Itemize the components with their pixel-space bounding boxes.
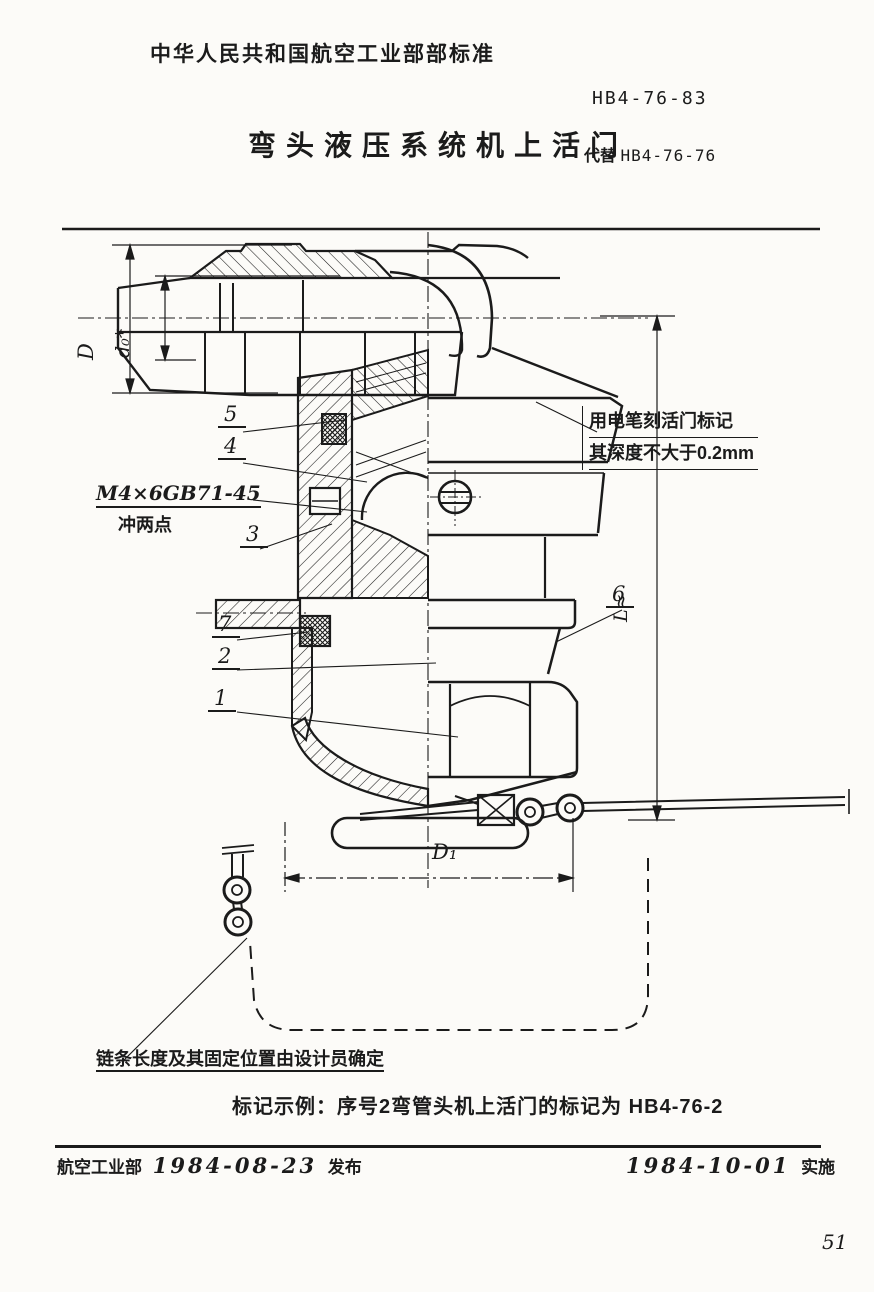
part-callout-7: 7 bbox=[212, 612, 241, 638]
part-callout-2: 2 bbox=[212, 644, 241, 670]
footer-impl-label: 实施 bbox=[801, 1158, 836, 1177]
valve-body-section bbox=[214, 348, 430, 808]
engrave-mark-note: 用电笔刻活门标记 其深度不大于0.2mm bbox=[582, 406, 759, 470]
part-callout-1: 1 bbox=[208, 686, 237, 712]
footer-impl-date: 1984-10-01 bbox=[626, 1153, 791, 1178]
footer-implementation: 1984-10-01 实施 bbox=[620, 1153, 835, 1178]
document-title: 弯头液压系统机上活门 bbox=[248, 130, 629, 161]
leader-lines bbox=[121, 401, 623, 1063]
valve-body-external bbox=[427, 396, 624, 808]
replaces-label: 代替 bbox=[584, 148, 617, 165]
footer-rule bbox=[55, 1145, 821, 1148]
dim-label-L: L≈ bbox=[610, 593, 632, 622]
screw-punch-note: 冲两点 bbox=[118, 515, 172, 535]
footer-issue: 航空工业部 1984-08-23 发布 bbox=[57, 1153, 362, 1178]
ministry-header: 中华人民共和国航空工业部部标准 bbox=[150, 43, 495, 66]
part-callout-6: 6 bbox=[606, 582, 635, 608]
footer-issue-label: 发布 bbox=[327, 1158, 362, 1177]
replaces-note: 代替 HB4-76-76 bbox=[584, 142, 716, 166]
marking-example: 标记示例：序号2弯管头机上活门的标记为 HB4-76-2 bbox=[232, 1096, 724, 1118]
replaces-number: HB4-76-76 bbox=[620, 146, 717, 165]
footer-issuer: 航空工业部 bbox=[57, 1158, 142, 1177]
engrave-mark-line2: 其深度不大于0.2mm bbox=[589, 438, 759, 470]
dim-label-D: D bbox=[74, 343, 98, 360]
dim-label-D1: D₁ bbox=[432, 840, 458, 864]
screw-spec-text: M4×6GB71-45 bbox=[96, 481, 261, 508]
lockwire-chain bbox=[221, 789, 850, 1031]
part-callout-4: 4 bbox=[218, 434, 247, 460]
dim-label-d0: d₀* bbox=[112, 328, 134, 358]
part-callout-5: 5 bbox=[218, 402, 247, 428]
dimension-lines bbox=[112, 242, 675, 892]
elbow-fitting bbox=[116, 242, 619, 399]
engrave-mark-line1: 用电笔刻活门标记 bbox=[589, 406, 759, 438]
footer-issue-date: 1984-08-23 bbox=[152, 1153, 318, 1178]
standard-number: HB4-76-83 bbox=[592, 88, 708, 109]
page-number: 51 bbox=[822, 1230, 848, 1254]
part-callout-3: 3 bbox=[240, 522, 269, 548]
chain-note-text: 链条长度及其固定位置由设计员确定 bbox=[96, 1049, 384, 1072]
chain-note: 链条长度及其固定位置由设计员确定 bbox=[96, 1044, 384, 1074]
screw-spec-note: M4×6GB71-45 bbox=[96, 478, 261, 509]
